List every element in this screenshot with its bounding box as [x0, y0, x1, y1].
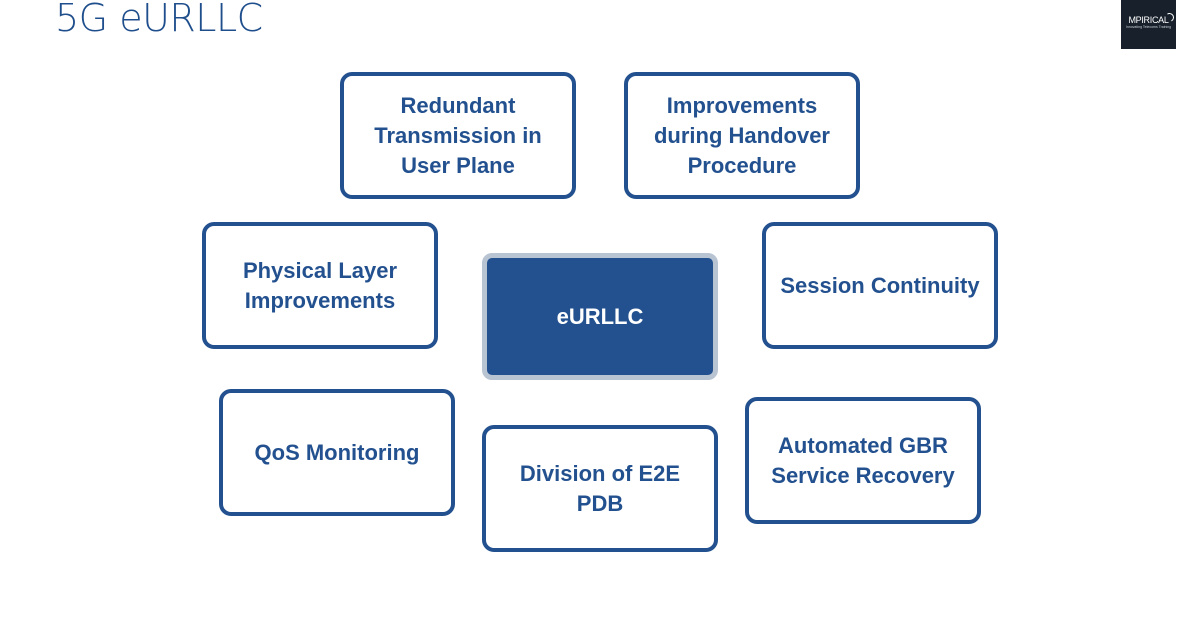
node-label: Automated GBR Service Recovery [771, 432, 955, 488]
node-gbr-recovery: Automated GBR Service Recovery [745, 397, 981, 524]
node-label: Improvements during Handover Procedure [653, 92, 830, 178]
node-e2e-pdb: Division of E2E PDB [482, 425, 718, 552]
node-qos-monitoring: QoS Monitoring [219, 389, 455, 516]
node-label: Session Continuity [780, 272, 980, 298]
logo-wordmark: MPIRICAL [1128, 15, 1169, 25]
node-handover-improvements: Improvements during Handover Procedure [624, 72, 860, 199]
logo-tagline: Innovating Telecoms Training [1125, 25, 1172, 29]
node-label: QoS Monitoring [254, 439, 420, 465]
node-session-continuity: Session Continuity [762, 222, 998, 349]
node-label: Physical Layer Improvements [242, 257, 398, 313]
slide-title: 5G eURLLC [55, 0, 263, 40]
node-center-eurllc: eURLLC [482, 253, 718, 380]
node-label: Division of E2E PDB [519, 460, 681, 516]
company-logo: MPIRICAL Innovating Telecoms Training [1121, 0, 1176, 49]
node-label: Redundant Transmission in User Plane [374, 92, 542, 178]
center-label: eURLLC [556, 303, 644, 329]
node-physical-layer: Physical Layer Improvements [202, 222, 438, 349]
node-redundant-transmission: Redundant Transmission in User Plane [340, 72, 576, 199]
